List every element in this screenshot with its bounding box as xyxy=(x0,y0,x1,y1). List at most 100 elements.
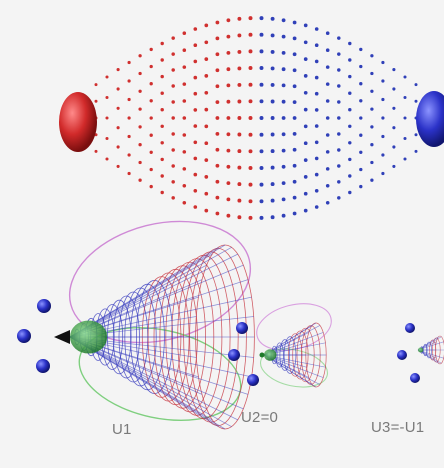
field-dot xyxy=(237,165,242,170)
field-dot xyxy=(226,50,231,55)
field-dot xyxy=(248,132,253,137)
field-dot xyxy=(381,134,385,139)
field-dot xyxy=(259,32,264,37)
field-dot xyxy=(237,182,242,187)
field-dot xyxy=(204,208,209,213)
field-dot xyxy=(325,65,330,69)
field-dot xyxy=(292,211,297,216)
field-dot xyxy=(182,167,187,171)
field-dot xyxy=(226,116,231,120)
field-dot xyxy=(248,49,253,54)
field-dot xyxy=(127,79,131,83)
field-dot xyxy=(116,106,120,110)
field-dot xyxy=(348,91,352,95)
field-dot xyxy=(182,99,187,103)
field-dot xyxy=(381,97,385,102)
field-dot xyxy=(226,181,231,186)
field-dot xyxy=(182,116,187,120)
field-dot xyxy=(226,148,231,153)
field-dot xyxy=(193,75,198,80)
field-dot xyxy=(138,107,142,111)
sphere-u3-bottom xyxy=(410,373,420,383)
field-dot xyxy=(193,156,198,161)
field-dot xyxy=(138,71,142,76)
field-dot xyxy=(127,153,131,157)
field-dot xyxy=(392,106,396,110)
field-dot xyxy=(303,208,308,213)
field-dot xyxy=(149,150,153,154)
field-dot xyxy=(215,195,220,200)
field-dot xyxy=(325,116,330,120)
field-dot xyxy=(160,107,164,112)
field-dot xyxy=(314,124,319,128)
field-dot xyxy=(193,27,198,31)
field-dot xyxy=(270,116,275,120)
cone-spoke xyxy=(69,336,232,428)
field-dot xyxy=(204,57,209,61)
field-dot xyxy=(292,68,297,73)
field-dot xyxy=(303,107,308,112)
positive-charge-ellipsoid xyxy=(59,92,97,152)
field-dot xyxy=(160,91,164,95)
field-dot xyxy=(138,89,142,93)
field-dot xyxy=(94,83,98,87)
field-dot xyxy=(370,125,374,129)
field-dot xyxy=(381,153,385,157)
field-dot xyxy=(348,124,352,129)
field-dot xyxy=(359,150,363,154)
field-dot xyxy=(348,141,352,145)
field-dot xyxy=(270,149,275,154)
field-dot xyxy=(270,33,275,38)
field-dot xyxy=(248,182,253,187)
field-dot xyxy=(359,167,363,172)
field-dot xyxy=(215,179,220,184)
label-u1: U1 xyxy=(112,421,132,438)
sphere-u2-left xyxy=(228,349,240,361)
field-dot xyxy=(226,99,231,104)
field-dot xyxy=(370,160,374,165)
sphere-u2-bottom xyxy=(247,374,259,386)
field-dot xyxy=(281,148,286,153)
field-dot xyxy=(348,157,352,162)
field-dot xyxy=(116,68,120,72)
field-dot xyxy=(359,116,363,120)
field-dot xyxy=(270,66,275,71)
field-dot xyxy=(138,178,142,182)
field-dot xyxy=(237,198,242,203)
field-dot xyxy=(204,141,209,146)
field-dot xyxy=(392,145,396,149)
field-dot xyxy=(138,160,142,165)
field-dot xyxy=(182,65,187,69)
field-dot xyxy=(292,195,297,200)
field-dot xyxy=(414,149,418,153)
field-dot xyxy=(248,215,253,220)
field-dot xyxy=(171,52,175,56)
field-dot xyxy=(171,84,175,88)
field-dot xyxy=(392,87,396,91)
field-dot xyxy=(337,36,341,40)
field-dot xyxy=(171,148,175,152)
field-dot xyxy=(193,108,198,112)
field-dot xyxy=(171,36,175,40)
field-dot xyxy=(303,158,308,162)
field-dot xyxy=(237,82,242,87)
field-dot xyxy=(314,27,319,31)
field-dot xyxy=(292,84,297,89)
field-dot xyxy=(248,66,253,70)
field-dot xyxy=(270,165,275,170)
field-dot xyxy=(337,148,341,152)
field-dot xyxy=(204,191,209,196)
field-dot xyxy=(281,213,286,218)
field-dot xyxy=(171,164,175,168)
field-dot xyxy=(127,134,131,139)
field-dot xyxy=(281,67,286,72)
field-dot xyxy=(337,180,341,184)
field-dot xyxy=(204,107,209,112)
sphere-u1-top xyxy=(37,299,51,313)
field-dot xyxy=(359,133,363,137)
field-dot xyxy=(193,124,198,128)
field-dot xyxy=(215,116,220,120)
field-dot xyxy=(259,99,264,104)
field-dot xyxy=(270,132,275,137)
